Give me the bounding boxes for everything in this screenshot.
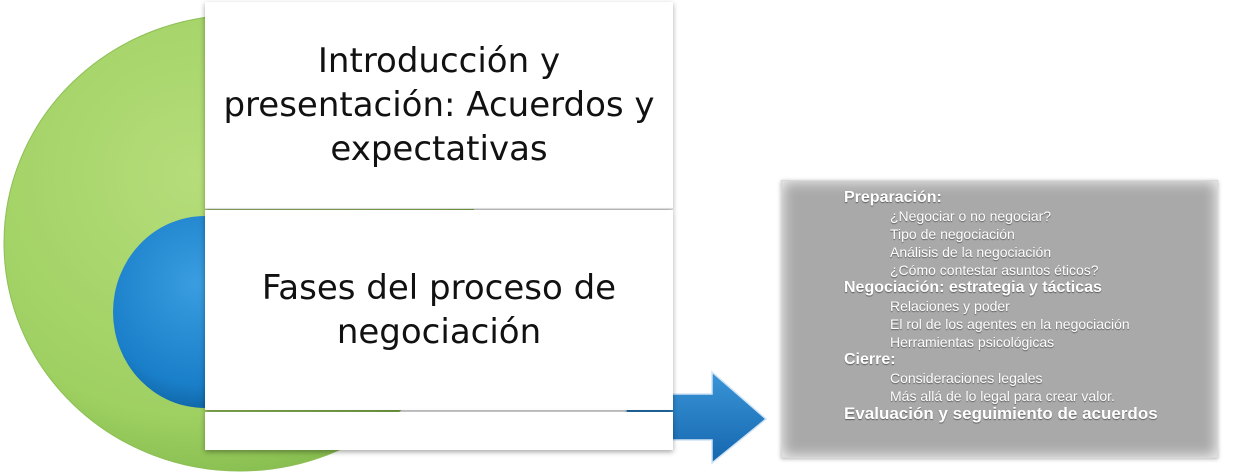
phases-list: Preparación: ¿Negociar o no negociar? Ti…: [844, 189, 1209, 423]
phase-item: Consideraciones legales: [890, 370, 1043, 386]
phase-title-closing: Cierre:: [844, 351, 896, 368]
intro-panel: Introducción y presentación: Acuerdos y …: [205, 2, 673, 209]
phase-item: ¿Cómo contestar asuntos éticos?: [890, 262, 1099, 278]
phase-item: Tipo de negociación: [890, 226, 1015, 242]
phase-item: Análisis de la negociación: [890, 244, 1052, 260]
empty-panel: [205, 412, 673, 450]
phase-item: ¿Negociar o no negociar?: [890, 208, 1052, 224]
phase-title-evaluation: Evaluación y seguimiento de acuerdos: [844, 404, 1158, 423]
phase-item: Relaciones y poder: [890, 298, 1010, 314]
phase-item: Más allá de lo legal para crear valor.: [890, 388, 1115, 404]
phases-panel-text: Fases del proceso de negociación: [261, 268, 617, 352]
phase-item: El rol de los agentes en la negociación: [890, 316, 1130, 332]
phase-title-negotiation: Negociación: estrategia y tácticas: [844, 279, 1102, 296]
phase-title-preparation: Preparación:: [844, 189, 942, 206]
phase-item: Herramientas psicológicas: [890, 334, 1055, 350]
phases-panel: Fases del proceso de negociación: [205, 210, 673, 410]
intro-panel-text: Introducción y presentación: Acuerdos y …: [223, 41, 655, 169]
phases-detail-box: Preparación: ¿Negociar o no negociar? Ti…: [781, 180, 1218, 458]
